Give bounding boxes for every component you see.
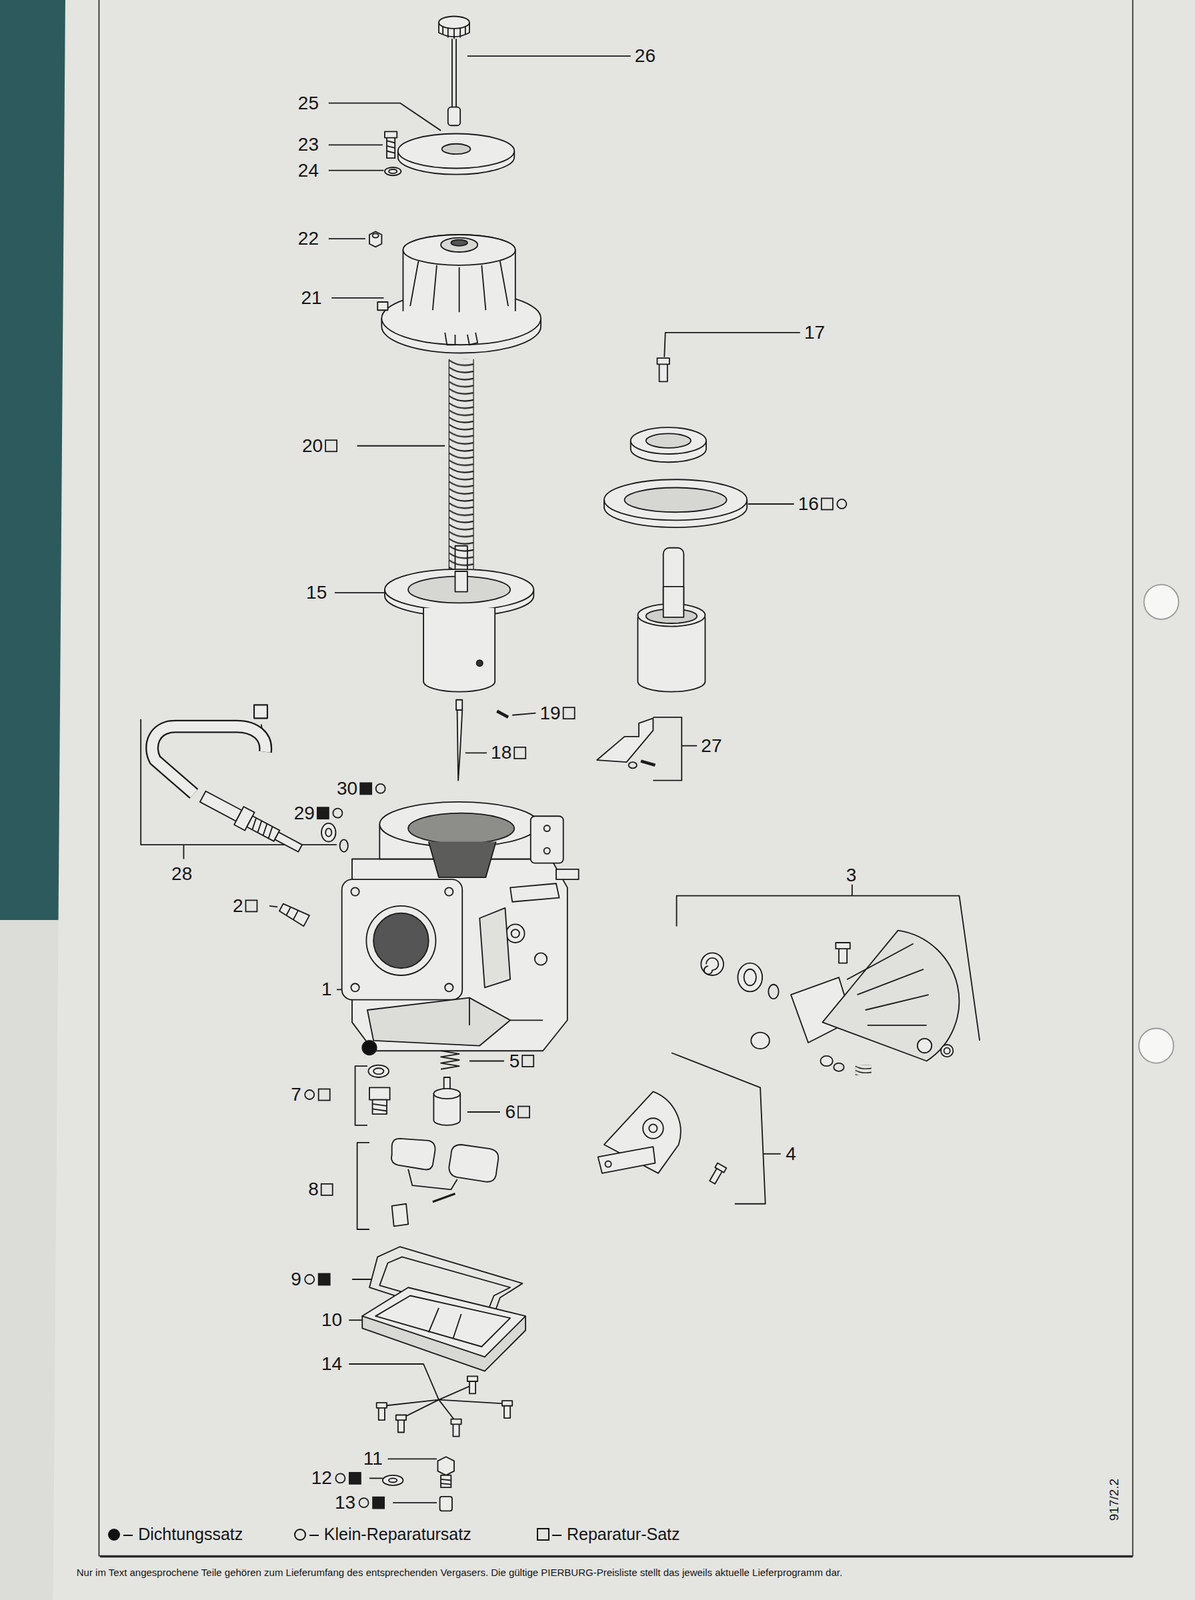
kit-filled-square	[317, 807, 329, 819]
callout-number: 14	[321, 1355, 343, 1374]
callout-number: 3	[846, 866, 857, 885]
callout-number: 7	[290, 1085, 302, 1105]
callout-number: 24	[298, 161, 319, 181]
callout-number: 9	[290, 1270, 302, 1290]
kit-square	[522, 1055, 534, 1067]
kit-circle	[376, 784, 386, 794]
kit-filled-square	[349, 1473, 361, 1485]
kit-filled-square	[360, 782, 372, 795]
callout-number: 11	[363, 1449, 383, 1469]
legend-text: Klein-Reparatursatz	[324, 1526, 472, 1544]
kit-square	[514, 747, 526, 759]
kit-circle	[836, 499, 847, 509]
callout-number: 19	[540, 704, 561, 723]
callout-number: 17	[804, 323, 825, 343]
callout-number: 8	[308, 1180, 319, 1200]
legend-symbol	[293, 1527, 325, 1544]
kit-circle	[335, 1473, 345, 1484]
kit-square	[321, 1184, 333, 1196]
callout-number: 16	[798, 494, 819, 514]
callout-number: 29	[294, 804, 315, 823]
callout-number: 30	[336, 779, 358, 799]
callout-number: 21	[300, 288, 322, 308]
kit-circle	[304, 1275, 315, 1285]
legend-entry: Dichtungssatz	[107, 1526, 243, 1544]
kit-filled-square	[318, 1274, 331, 1286]
legend-text: Reparatur-Satz	[566, 1526, 681, 1544]
kit-filled-square	[372, 1497, 385, 1510]
callout-number: 20	[302, 436, 323, 456]
legend-symbol	[536, 1527, 567, 1544]
callout-number: 6	[505, 1102, 517, 1122]
callout-number: 13	[334, 1493, 356, 1513]
kit-circle	[304, 1090, 315, 1100]
kit-square	[563, 707, 575, 719]
kit-square	[518, 1106, 530, 1119]
legend-text: Dichtungssatz	[138, 1526, 243, 1544]
legend-symbol	[107, 1527, 139, 1544]
kit-square	[318, 1089, 331, 1101]
callout-number: 27	[700, 736, 722, 756]
legend-entry: Klein-Reparatursatz	[293, 1526, 472, 1544]
callout-number: 18	[490, 743, 512, 763]
footnote: Nur im Text angesprochene Teile gehören …	[76, 1567, 843, 1578]
callout-number: 4	[785, 1144, 797, 1164]
callout-number: 1	[321, 980, 333, 999]
kit-square	[245, 900, 257, 912]
callout-number: 25	[298, 94, 319, 113]
callout-number: 10	[321, 1311, 343, 1330]
callout-number: 15	[306, 583, 327, 603]
legend-entry: Reparatur-Satz	[536, 1526, 681, 1544]
callout-number: 2	[232, 896, 244, 916]
callout-number: 28	[171, 864, 193, 884]
callout-number: 23	[298, 135, 319, 155]
kit-square	[325, 440, 337, 452]
kit-circle	[359, 1498, 369, 1508]
callout-number: 22	[298, 229, 319, 249]
page-code: 917/2.2	[1108, 1479, 1121, 1522]
kit-circle	[332, 808, 343, 819]
callout-number: 26	[634, 46, 656, 66]
callout-number: 5	[509, 1052, 521, 1071]
callout-number: 12	[311, 1469, 333, 1488]
kit-square	[821, 498, 833, 510]
